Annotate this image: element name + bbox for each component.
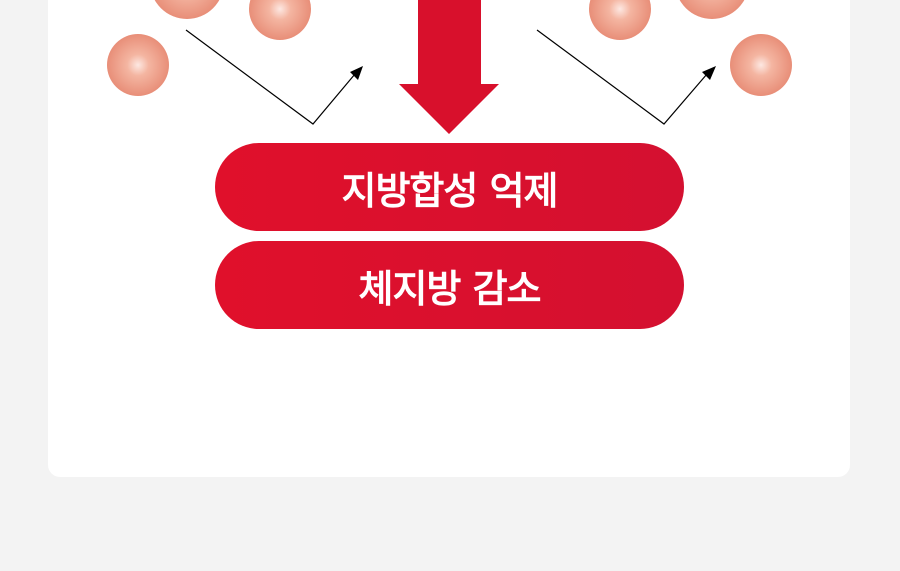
- right-arrowhead-icon: [702, 66, 716, 80]
- left-bent-connector: [185, 29, 356, 125]
- fat-cell-sphere-icon: [679, 0, 745, 19]
- fat-cell-sphere-icon: [589, 0, 651, 40]
- fat-cell-sphere-icon: [107, 34, 169, 96]
- pill-label: 지방합성 억제: [341, 168, 559, 213]
- fat-cell-sphere-icon: [249, 0, 311, 40]
- fat-cell-sphere-icon: [730, 34, 792, 96]
- left-arrowhead-icon: [350, 66, 363, 80]
- inhibit-fat-synthesis-pill: 지방합성 억제: [215, 143, 684, 231]
- right-bent-connector: [536, 29, 708, 125]
- reduce-body-fat-pill: 체지방 감소: [215, 241, 684, 329]
- fat-cell-sphere-icon: [154, 0, 220, 19]
- arrow-down-icon: [399, 0, 499, 134]
- pill-label: 체지방 감소: [358, 266, 541, 311]
